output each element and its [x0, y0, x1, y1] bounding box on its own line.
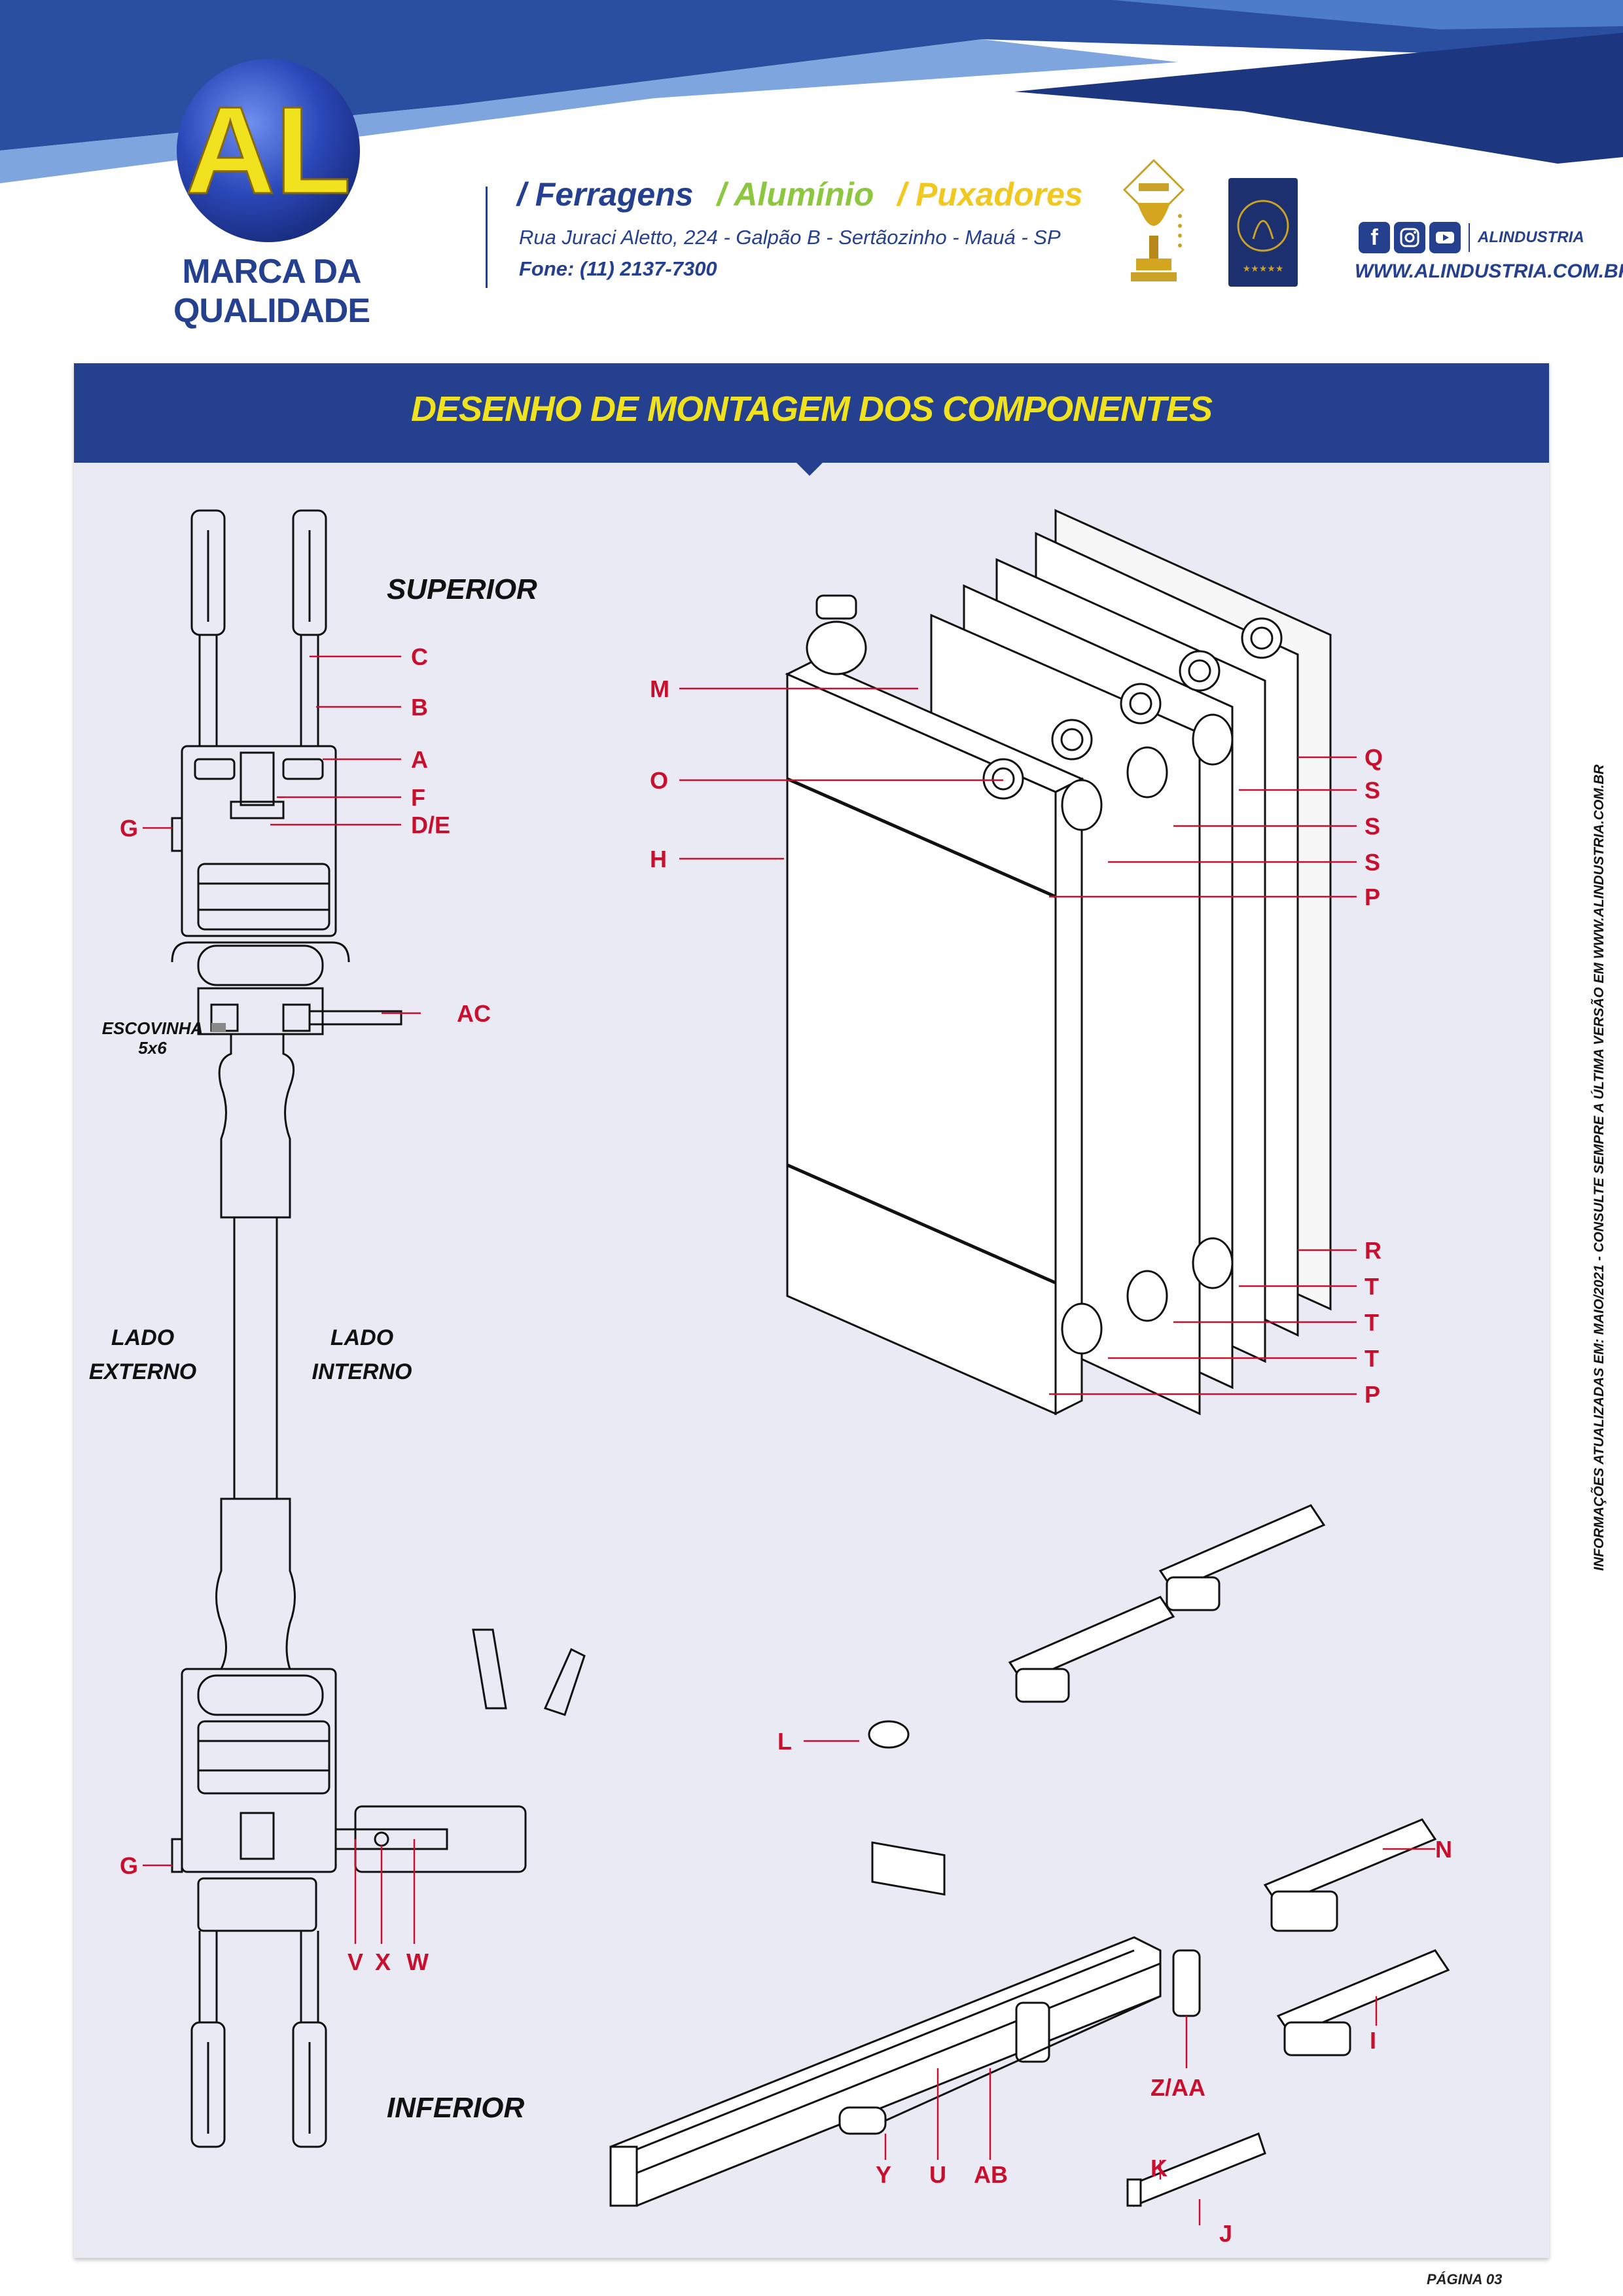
instagram-icon[interactable] [1394, 222, 1425, 253]
website-link[interactable]: WWW.ALINDUSTRIA.COM.BR [1355, 260, 1623, 282]
label-j: J [1219, 2220, 1232, 2247]
label-x: X [375, 1948, 391, 1975]
panel-title: DESENHO DE MONTAGEM DOS COMPONENTES [410, 389, 1213, 429]
label-l: L [777, 1728, 792, 1755]
label-y: Y [876, 2161, 891, 2188]
label-d-e: D/E [411, 812, 450, 838]
label-o: O [650, 767, 668, 794]
bottom-leader-lines [804, 1740, 1435, 2225]
label-p-top: P [1364, 884, 1380, 910]
label-s-2: S [1364, 813, 1380, 840]
left-cross-section [171, 509, 586, 2148]
company-phone: Fone: (11) 2137-7300 [519, 257, 717, 280]
label-f: F [411, 784, 425, 811]
label-v: V [348, 1948, 363, 1975]
label-s-3: S [1364, 849, 1380, 876]
label-ab: AB [974, 2161, 1008, 2188]
quality-seal-icon: ★★★★★ [1228, 178, 1298, 287]
page-number: PÁGINA 03 [1427, 2271, 1503, 2287]
assembly-drawing: C B A F D/E G AC G V X W SUPERIOR INFERI… [89, 509, 1452, 2247]
category-aluminio: / Alumínio [717, 176, 874, 213]
social-links: f ALINDUSTRIA [1359, 219, 1584, 256]
caption-lado-interno-1: LADO [330, 1325, 393, 1350]
header-divider [486, 187, 488, 288]
panel-header-notch [795, 461, 824, 476]
category-ferragens: / Ferragens [517, 176, 694, 213]
caption-superior: SUPERIOR [387, 573, 537, 605]
social-separator [1469, 223, 1470, 252]
isometric-door-assembly [785, 509, 1332, 1416]
youtube-icon[interactable] [1429, 222, 1461, 253]
label-p-bottom: P [1364, 1381, 1380, 1408]
label-ac: AC [457, 1000, 491, 1027]
right-leader-lines [679, 687, 1357, 1395]
social-handle[interactable]: ALINDUSTRIA [1478, 228, 1584, 246]
update-note-text: INFORMAÇÕES ATUALIZADAS EM: MAIO/2021 - … [1591, 764, 1607, 1571]
caption-escovinha: ESCOVINHA [102, 1018, 204, 1038]
label-m: M [650, 675, 669, 702]
category-puxadores: / Puxadores [897, 176, 1083, 213]
header-background [0, 0, 1623, 183]
label-w: W [406, 1948, 429, 1975]
label-u: U [929, 2161, 946, 2188]
caption-lado-externo-2: EXTERNO [89, 1359, 196, 1384]
label-r: R [1364, 1237, 1382, 1264]
product-categories: / Ferragens / Alumínio / Puxadores [517, 175, 1097, 213]
label-n: N [1435, 1836, 1452, 1863]
company-logo: AL [177, 59, 360, 242]
left-leader-lines [143, 655, 421, 1944]
panel-header [74, 363, 1549, 463]
label-c: C [411, 643, 428, 670]
label-q: Q [1364, 744, 1383, 771]
company-address: Rua Juraci Aletto, 224 - Galpão B - Sert… [519, 226, 1061, 249]
brand-tagline: MARCA DA QUALIDADE [173, 253, 370, 330]
svg-text:★★★★★: ★★★★★ [1243, 264, 1284, 274]
label-k: K [1150, 2155, 1168, 2181]
label-s-1: S [1364, 777, 1380, 804]
caption-lado-externo-1: LADO [111, 1325, 174, 1350]
logo-text: AL [185, 81, 351, 220]
label-t-3: T [1364, 1345, 1379, 1372]
label-b: B [411, 694, 428, 721]
caption-escovinha-size: 5x6 [138, 1038, 167, 1058]
update-note: INFORMAÇÕES ATUALIZADAS EM: MAIO/2021 - … [1591, 764, 1607, 1571]
caption-lado-interno-2: INTERNO [312, 1359, 412, 1384]
label-z-aa: Z/AA [1150, 2074, 1205, 2101]
label-i: I [1370, 2027, 1376, 2054]
award-trophy-icon [1122, 158, 1185, 281]
label-a: A [411, 746, 428, 773]
label-h: H [650, 846, 667, 872]
caption-inferior: INFERIOR [387, 2092, 524, 2124]
bottom-components [609, 1504, 1450, 2207]
label-g-bottom: G [120, 1852, 138, 1879]
label-g-top: G [120, 815, 138, 842]
label-t-2: T [1364, 1309, 1379, 1336]
label-t-1: T [1364, 1273, 1379, 1300]
facebook-icon[interactable]: f [1359, 222, 1390, 253]
